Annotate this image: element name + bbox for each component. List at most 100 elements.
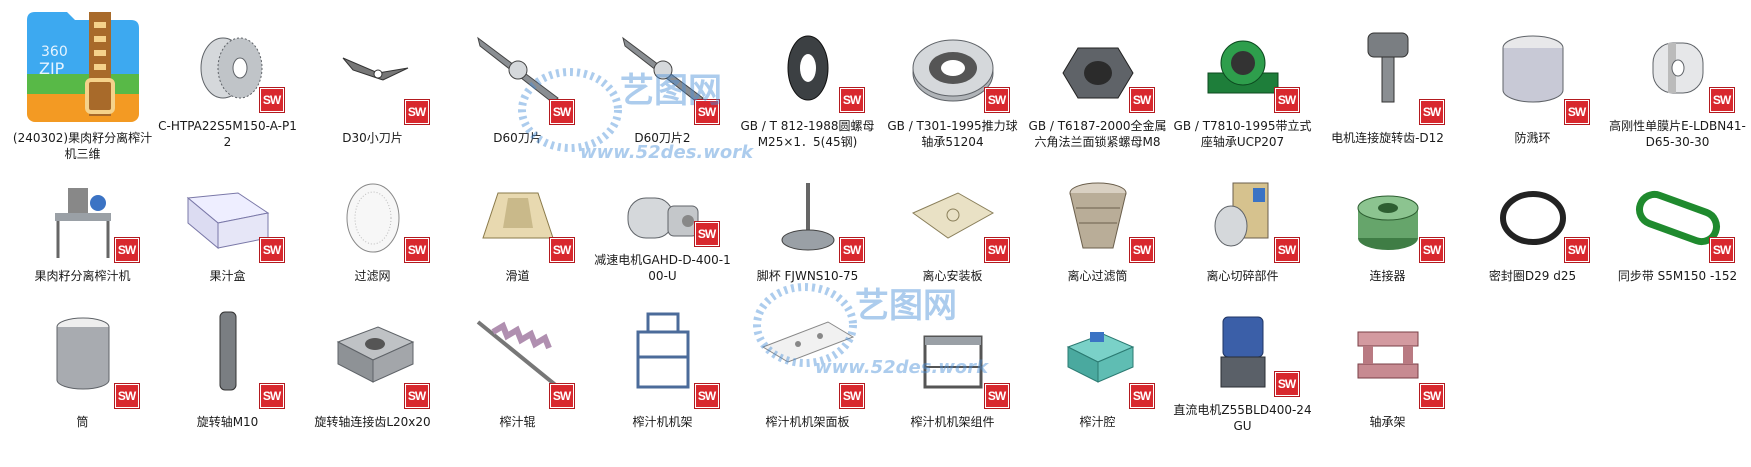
file-thumbnail[interactable]: SW [168,8,288,116]
solidworks-badge-icon: SW [1274,238,1299,262]
file-thumbnail[interactable]: SW [748,292,868,412]
solidworks-badge-icon: SW [259,238,284,262]
file-thumbnail[interactable]: SW [458,292,578,412]
solidworks-badge-icon: SW [114,238,139,262]
file-thumbnail[interactable]: SW [1618,158,1738,266]
solidworks-badge-icon: SW [404,100,429,124]
file-thumbnail[interactable]: SW [893,158,1013,266]
file-name-label: D60刀片 [493,131,542,145]
file-thumbnail[interactable]: SW [1473,8,1593,128]
file-thumbnail[interactable]: SW [23,292,143,412]
file-name-label: 同步带 S5M150 -152 [1617,269,1738,283]
file-name-label: 密封圈D29 d25 [1488,269,1577,283]
plate-part-icon [911,192,994,239]
solidworks-badge-icon: SW [1419,238,1444,262]
file-thumbnail[interactable]: SW [748,8,868,116]
motor-part-icon [627,197,698,239]
file-thumbnail[interactable]: SW [603,8,723,128]
file-thumbnail[interactable]: SW [458,158,578,266]
file-thumbnail[interactable]: SW [748,158,868,266]
file-thumbnail[interactable]: SW [168,158,288,266]
hopper-part-icon [481,192,554,239]
file-thumbnail[interactable]: SW [168,292,288,412]
file-item[interactable]: SW GB / T301-1995推力球轴承51204 [880,0,1025,150]
solidworks-badge-icon: SW [984,88,1009,112]
file-thumbnail[interactable]: SW [313,8,433,128]
file-thumbnail[interactable]: SW [1183,292,1303,400]
file-item[interactable]: SW 旋转轴连接齿L20x20 [300,284,445,434]
hex-nut-part-icon [1061,47,1134,99]
file-item[interactable]: SW 同步带 S5M150 -152 [1605,150,1750,284]
file-name-label: GB / T 812-1988圆螺母M25×1．5(45钢) [740,119,875,149]
file-thumbnail[interactable]: SW [1038,292,1158,412]
file-thumbnail[interactable]: SW [603,292,723,412]
solidworks-badge-icon: SW [549,238,574,262]
pulley-part-icon [200,37,262,99]
solidworks-badge-icon: SW [549,100,574,124]
file-item[interactable]: SW 过滤网 [300,150,445,284]
file-thumbnail[interactable]: SW [313,158,433,266]
file-thumbnail[interactable]: SW [893,8,1013,116]
file-thumbnail[interactable]: SW [1038,8,1158,116]
solidworks-badge-icon: SW [839,384,864,408]
file-thumbnail[interactable]: SW [603,158,723,250]
file-thumbnail[interactable]: SW [1183,158,1303,266]
solidworks-badge-icon: SW [1419,100,1444,124]
file-name-label: 旋转轴连接齿L20x20 [314,415,431,429]
file-thumbnail[interactable]: 360 ZIP [23,8,143,128]
file-item[interactable]: SW 滑道 [445,150,590,284]
file-thumbnail[interactable]: SW [1038,158,1158,266]
file-thumbnail[interactable]: SW [1328,158,1448,266]
file-name-label: GB / T301-1995推力球轴承51204 [887,119,1018,149]
file-name-label: 离心切碎部件 [1206,269,1279,283]
file-thumbnail[interactable]: SW [893,292,1013,412]
file-thumbnail[interactable]: SW [1183,8,1303,116]
file-name-label: 滑道 [505,269,530,283]
file-thumbnail[interactable]: SW [1328,292,1448,412]
solidworks-badge-icon: SW [1129,88,1154,112]
file-item[interactable]: 360 ZIP (240302)果肉籽分离榨汁机三维 [10,0,155,161]
file-item[interactable]: SW D60刀片 [445,0,590,150]
file-item[interactable]: SW 密封圈D29 d25 [1460,150,1605,284]
screw-part-icon [476,320,559,389]
file-thumbnail[interactable]: SW [313,292,433,412]
solidworks-badge-icon: SW [1709,88,1734,112]
chamber-part-icon [1066,332,1134,383]
file-thumbnail[interactable]: SW [1618,8,1738,116]
file-item[interactable]: SW 脚杯 FJWNS10-75 [735,150,880,284]
file-thumbnail[interactable]: SW [23,158,143,266]
shaft-gear-part-icon [1367,32,1408,103]
file-item[interactable]: SW 离心切碎部件 [1170,150,1315,284]
file-thumbnail[interactable]: SW [1328,8,1448,128]
file-name-label: 过滤网 [354,269,391,283]
file-name-label: (240302)果肉籽分离榨汁机三维 [12,131,153,161]
file-name-label: 脚杯 FJWNS10-75 [756,269,859,283]
file-thumbnail[interactable]: SW [458,8,578,128]
file-thumbnail[interactable]: SW [1473,158,1593,266]
file-item[interactable]: SW 果肉籽分离榨汁机 [10,150,155,284]
file-name-label: 果肉籽分离榨汁机 [34,269,131,283]
